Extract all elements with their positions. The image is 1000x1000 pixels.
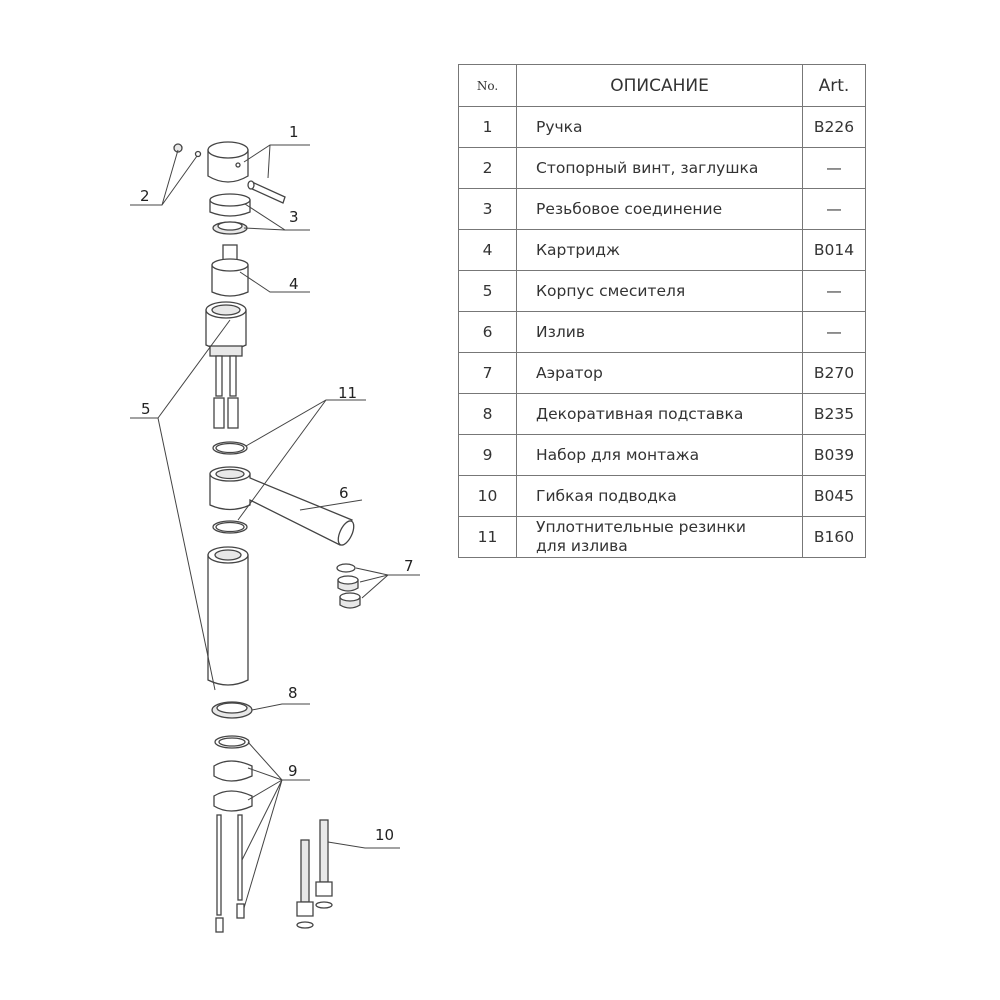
part-7-aerator (336, 563, 361, 609)
callout-3: 3 (289, 208, 299, 226)
cell-no: 1 (458, 106, 517, 148)
part-10-flexible-hoses (296, 819, 333, 929)
description-line-2: для излива (536, 537, 628, 555)
callout-1: 1 (289, 123, 299, 141)
callout-2: 2 (140, 187, 150, 205)
header-art: Art. (802, 64, 866, 107)
cell-no: 10 (458, 475, 517, 517)
callout-11: 11 (338, 384, 357, 402)
callout-8: 8 (288, 684, 298, 702)
callout-9: 9 (288, 762, 298, 780)
cell-description: Аэратор (516, 352, 803, 394)
cell-description: Набор для монтажа (516, 434, 803, 476)
cell-art: B039 (802, 434, 866, 476)
cell-no: 5 (458, 270, 517, 312)
header-no: No. (458, 64, 517, 107)
cell-description: Декоративная подставка (516, 393, 803, 435)
cell-art: — (802, 147, 866, 189)
cell-description: Гибкая подводка (516, 475, 803, 517)
callout-4: 4 (289, 275, 299, 293)
callout-6: 6 (339, 484, 349, 502)
cell-art: — (802, 270, 866, 312)
cell-art: B226 (802, 106, 866, 148)
callout-7: 7 (404, 557, 414, 575)
callout-5: 5 (141, 400, 151, 418)
cell-description: Ручка (516, 106, 803, 148)
cell-art: — (802, 311, 866, 353)
cell-no: 9 (458, 434, 517, 476)
cell-description: Корпус смесителя (516, 270, 803, 312)
part-3-threaded-connection (209, 193, 251, 235)
part-1-handle (207, 141, 286, 204)
cell-no: 6 (458, 311, 517, 353)
cell-art: B235 (802, 393, 866, 435)
cell-art: B014 (802, 229, 866, 271)
cell-no: 11 (458, 516, 517, 558)
cell-description: Картридж (516, 229, 803, 271)
callout-labels: 1 2 3 4 5 6 7 8 9 10 11 (140, 123, 414, 844)
table-header: No. ОПИСАНИЕ Art. (458, 64, 866, 107)
cell-art: B270 (802, 352, 866, 394)
part-9-mounting-kit (213, 735, 253, 933)
cell-no: 7 (458, 352, 517, 394)
cell-no: 3 (458, 188, 517, 230)
cell-no: 2 (458, 147, 517, 189)
cell-no: 4 (458, 229, 517, 271)
description-line-1: Уплотнительные резинки (536, 518, 746, 536)
leader-lines (130, 144, 420, 909)
part-11-spout-seals (212, 441, 248, 534)
header-description: ОПИСАНИЕ (516, 64, 803, 107)
callout-10: 10 (375, 826, 394, 844)
part-8-decorative-base (211, 701, 253, 719)
part-6-spout (209, 466, 355, 546)
cell-description: Стопорный винт, заглушка (516, 147, 803, 189)
part-2-set-screw (173, 143, 202, 158)
cell-description: Резьбовое соединение (516, 188, 803, 230)
cell-description: Излив (516, 311, 803, 353)
cell-no: 8 (458, 393, 517, 435)
cell-art: B160 (802, 516, 866, 558)
part-5-mixer-body (205, 301, 249, 686)
part-4-cartridge (211, 244, 249, 297)
cell-art: B045 (802, 475, 866, 517)
cell-art: — (802, 188, 866, 230)
